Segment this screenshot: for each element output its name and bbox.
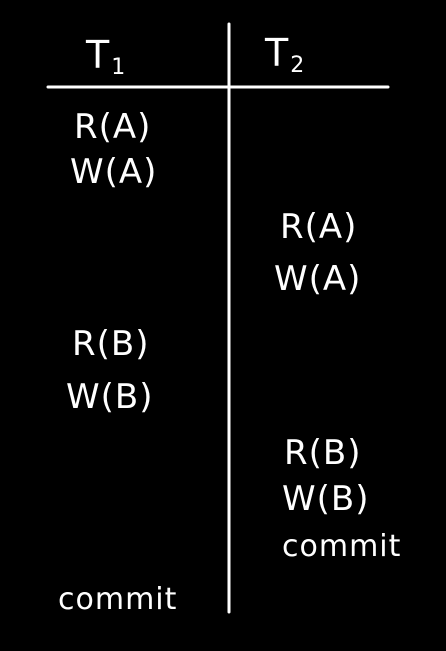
t1-write-b: W(B) xyxy=(66,377,154,417)
t2-header: T2 xyxy=(265,34,304,77)
t2-read-a: R(A) xyxy=(280,207,358,247)
t2-commit: commit xyxy=(282,529,402,564)
t1-commit: commit xyxy=(58,582,178,617)
t2-read-b: R(B) xyxy=(284,433,362,473)
t1-read-a: R(A) xyxy=(74,107,152,147)
t1-read-b: R(B) xyxy=(72,324,150,364)
t1-write-a: W(A) xyxy=(70,152,158,192)
t1-header-sub: 1 xyxy=(111,55,126,80)
t2-header-base: T xyxy=(265,31,289,75)
t1-header: T1 xyxy=(86,36,125,79)
t2-write-b: W(B) xyxy=(282,479,370,519)
t1-header-base: T xyxy=(86,33,110,77)
t2-write-a: W(A) xyxy=(274,259,362,299)
t2-header-sub: 2 xyxy=(290,53,305,78)
